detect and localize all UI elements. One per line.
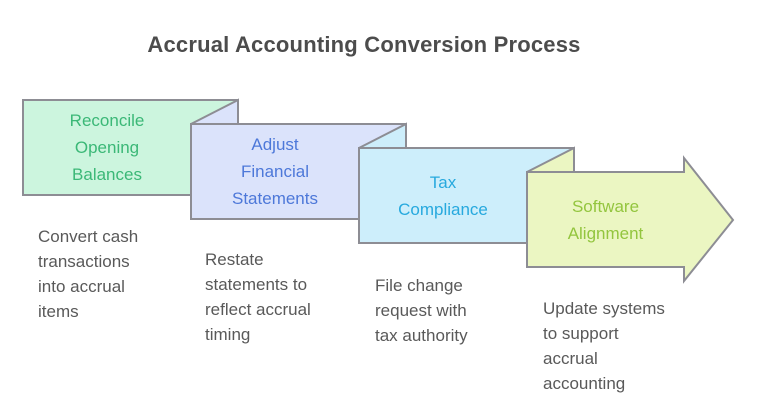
step-1-label: Reconcile Opening Balances [69,111,145,184]
step-3-label: Tax Compliance [398,172,488,219]
step-2-label: Adjust Financial Statements [232,135,318,208]
step-4-arrow-shape [526,155,735,284]
step-3-description: File change request with tax authority [375,276,468,345]
step-4-label: Software Alignment [567,196,644,243]
step-1-description: Convert cash transactions into accrual i… [38,227,139,321]
diagram-title: Accrual Accounting Conversion Process [147,32,581,57]
step-4-ribbon [526,146,735,284]
step-3-ribbon [358,122,575,244]
step-2-description: Restate statements to reflect accrual ti… [205,250,311,344]
step-4-description: Update systems to support accrual accoun… [543,299,665,393]
